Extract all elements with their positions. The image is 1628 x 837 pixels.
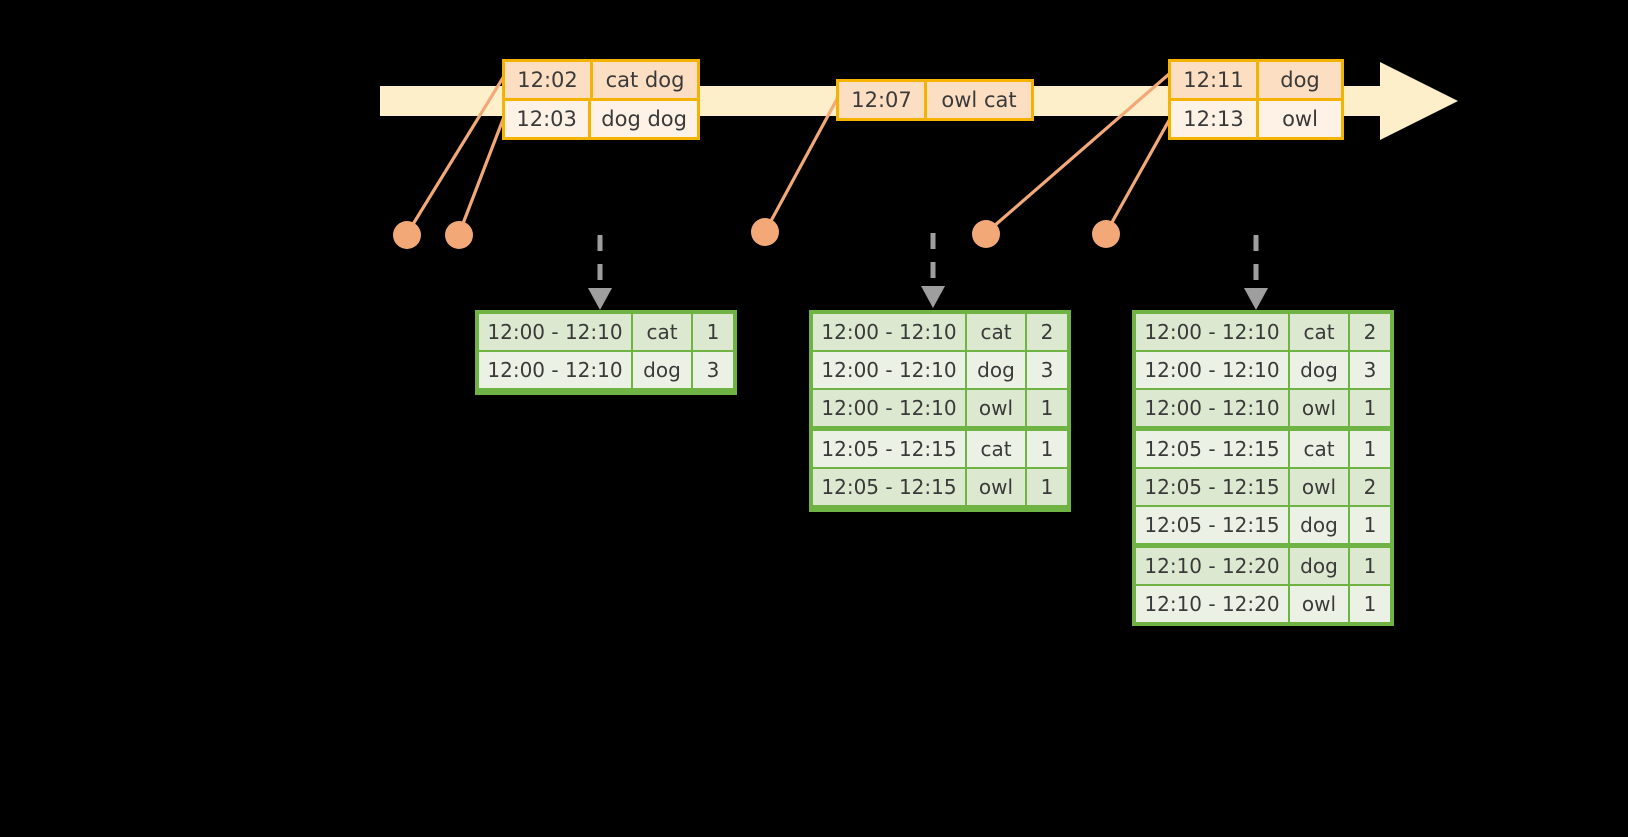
event-box-1: 12:02 cat dog 12:03 dog dog	[502, 59, 700, 140]
event-row: 12:13 owl	[1171, 98, 1341, 137]
dashed-arrow-head-2	[921, 286, 945, 308]
cell-count: 1	[1027, 469, 1067, 505]
event-value: dog dog	[591, 101, 697, 137]
cell-window: 12:00 - 12:10	[1136, 390, 1288, 426]
cell-key: owl	[1290, 469, 1348, 505]
dashed-arrow-head-3	[1244, 288, 1268, 310]
cell-count: 1	[1350, 507, 1390, 543]
cell-count: 3	[693, 352, 733, 388]
cell-count: 1	[1027, 431, 1067, 467]
cell-key: dog	[967, 352, 1025, 388]
cell-window: 12:00 - 12:10	[1136, 352, 1288, 388]
cell-count: 2	[1027, 314, 1067, 350]
event-value: owl cat	[927, 82, 1031, 118]
event-time: 12:03	[505, 101, 592, 137]
cell-count: 3	[1350, 352, 1390, 388]
cell-key: cat	[967, 431, 1025, 467]
cell-key: dog	[1290, 548, 1348, 584]
marker-dot-4	[972, 220, 1000, 248]
cell-count: 2	[1350, 314, 1390, 350]
cell-window: 12:05 - 12:15	[1136, 507, 1288, 543]
cell-key: owl	[1290, 390, 1348, 426]
connector-line-3	[763, 86, 845, 234]
cell-window: 12:10 - 12:20	[1136, 586, 1288, 622]
event-row: 12:07 owl cat	[839, 82, 1031, 118]
marker-dot-1	[393, 221, 421, 249]
dashed-arrow-head-1	[588, 288, 612, 310]
event-row: 12:02 cat dog	[505, 62, 697, 98]
event-box-3: 12:11 dog 12:13 owl	[1168, 59, 1344, 140]
cell-key: cat	[1290, 314, 1348, 350]
event-time: 12:02	[505, 62, 593, 98]
marker-dot-2	[445, 221, 473, 249]
cell-window: 12:10 - 12:20	[1136, 548, 1288, 584]
cell-count: 1	[1350, 431, 1390, 467]
cell-key: owl	[967, 469, 1025, 505]
cell-count: 2	[1350, 469, 1390, 505]
cell-window: 12:00 - 12:10	[813, 352, 965, 388]
event-time: 12:11	[1171, 62, 1259, 98]
cell-key: dog	[1290, 507, 1348, 543]
cell-window: 12:00 - 12:10	[479, 314, 631, 350]
connector-line-5	[1104, 106, 1178, 235]
cell-count: 3	[1027, 352, 1067, 388]
event-value: owl	[1259, 101, 1341, 137]
cell-window: 12:00 - 12:10	[813, 390, 965, 426]
cell-window: 12:00 - 12:10	[813, 314, 965, 350]
event-value: dog	[1259, 62, 1341, 98]
cell-key: owl	[1290, 586, 1348, 622]
event-box-2: 12:07 owl cat	[836, 79, 1034, 121]
marker-dot-5	[1092, 220, 1120, 248]
event-time: 12:13	[1171, 101, 1259, 137]
cell-key: dog	[633, 352, 691, 388]
event-value: cat dog	[593, 62, 697, 98]
marker-dot-3	[751, 218, 779, 246]
cell-window: 12:05 - 12:15	[1136, 431, 1288, 467]
cell-key: cat	[1290, 431, 1348, 467]
cell-window: 12:05 - 12:15	[813, 431, 965, 467]
event-row: 12:03 dog dog	[505, 98, 697, 137]
cell-count: 1	[1350, 390, 1390, 426]
cell-window: 12:05 - 12:15	[1136, 469, 1288, 505]
cell-key: cat	[633, 314, 691, 350]
cell-count: 1	[1350, 586, 1390, 622]
cell-count: 1	[1027, 390, 1067, 426]
connector-line-1	[405, 66, 511, 236]
cell-key: dog	[1290, 352, 1348, 388]
cell-count: 1	[1350, 548, 1390, 584]
cell-count: 1	[693, 314, 733, 350]
event-row: 12:11 dog	[1171, 62, 1341, 98]
cell-key: cat	[967, 314, 1025, 350]
cell-window: 12:05 - 12:15	[813, 469, 965, 505]
event-time: 12:07	[839, 82, 927, 118]
cell-key: owl	[967, 390, 1025, 426]
cell-window: 12:00 - 12:10	[479, 352, 631, 388]
cell-window: 12:00 - 12:10	[1136, 314, 1288, 350]
